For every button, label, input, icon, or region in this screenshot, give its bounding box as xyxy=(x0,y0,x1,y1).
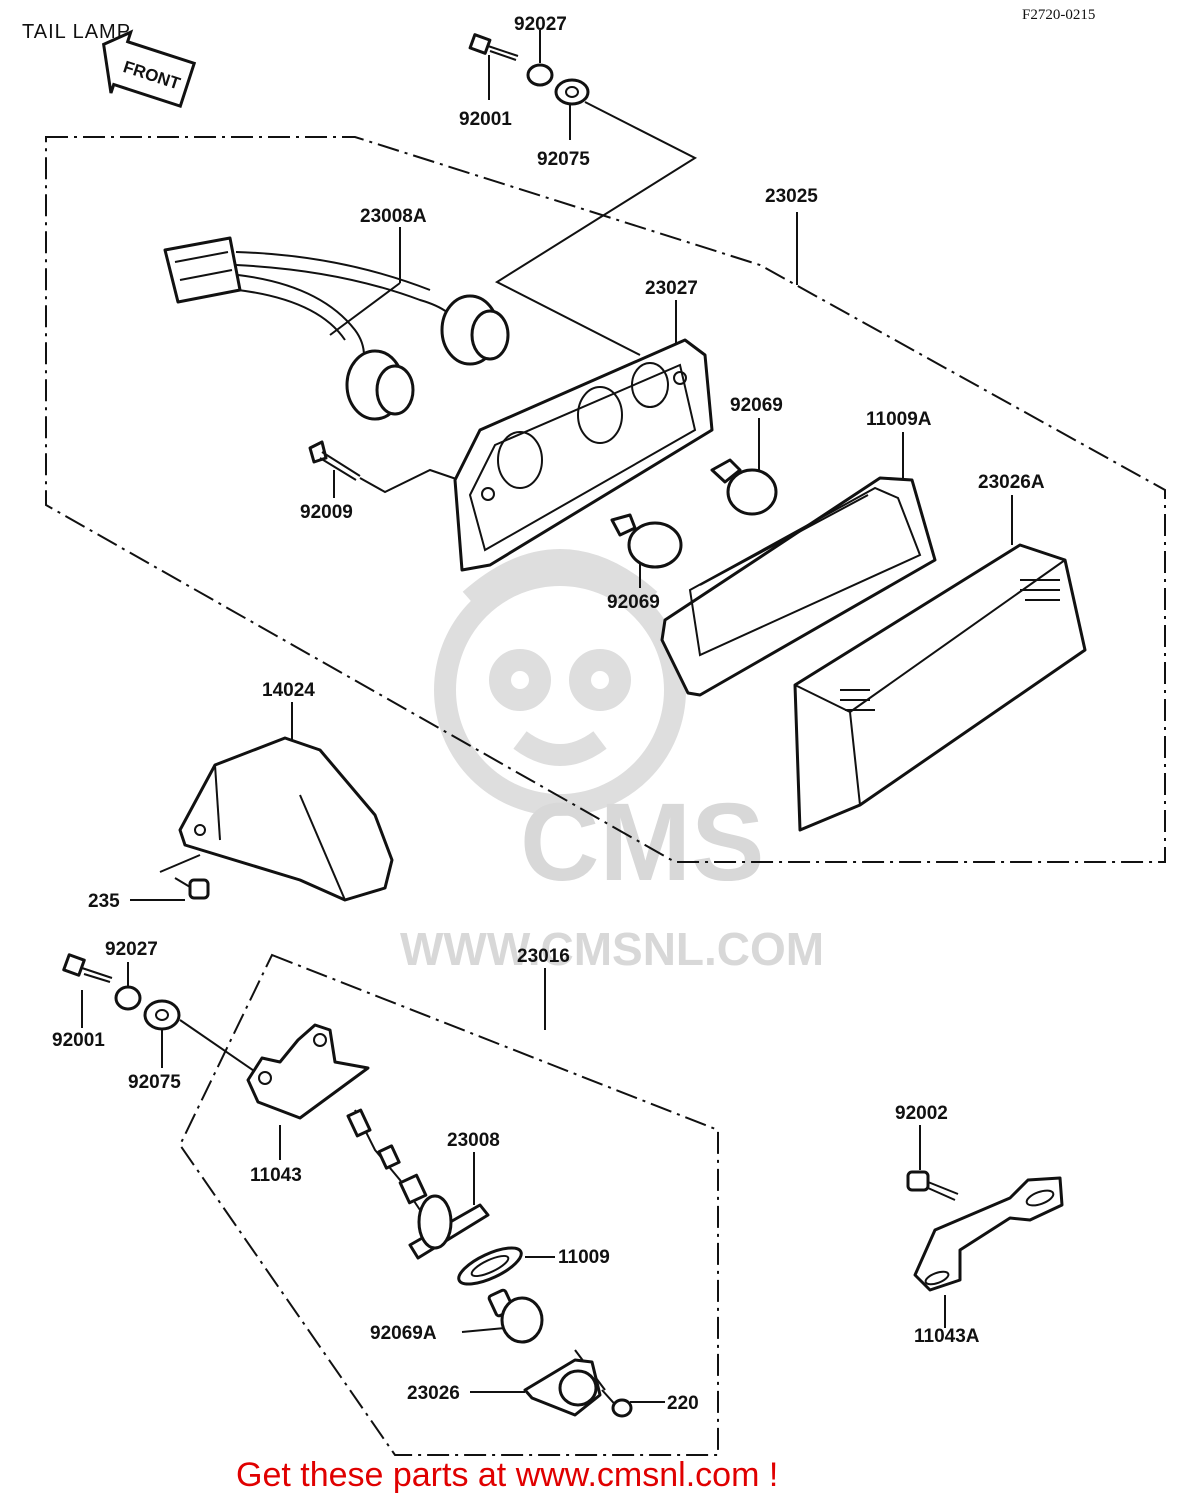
label-92075-top: 92075 xyxy=(537,149,590,170)
license-lamp-cover-14024-icon xyxy=(178,736,394,902)
bolt-92001-bottom-icon xyxy=(62,953,113,983)
label-23008A: 23008A xyxy=(360,206,427,227)
watermark-url: WWW.CMSNL.COM xyxy=(400,923,824,975)
lens-23026A-icon xyxy=(793,543,1087,832)
assembly-boundary-23016 xyxy=(178,953,719,1456)
screw-92009-icon xyxy=(308,440,361,481)
bracket-11043A-icon xyxy=(913,1176,1064,1292)
screw-220-icon xyxy=(601,1389,633,1418)
label-23016: 23016 xyxy=(517,946,570,967)
gasket-11009A-icon xyxy=(660,476,937,697)
label-92069A: 92069A xyxy=(370,1323,437,1344)
bulb-92069-right-icon xyxy=(710,458,778,516)
lens-23026-icon xyxy=(523,1358,602,1417)
grommet-92075-top-icon xyxy=(554,78,590,106)
collar-92027-bottom-icon xyxy=(114,985,142,1011)
bracket-11043-icon xyxy=(246,1023,370,1120)
label-235: 235 xyxy=(88,891,120,912)
label-23026A: 23026A xyxy=(978,472,1045,493)
front-arrow-icon: FRONT xyxy=(101,29,197,109)
cms-watermark: CMS WWW.CMSNL.COM xyxy=(400,549,824,975)
lamp-base-23027-icon xyxy=(453,338,714,572)
label-11043A: 11043A xyxy=(914,1326,980,1347)
assembly-boundary-23025 xyxy=(45,136,1166,863)
label-23026: 23026 xyxy=(407,1383,460,1404)
label-23008: 23008 xyxy=(447,1130,500,1151)
screw-235-icon xyxy=(174,877,210,900)
part-number-labels: 92027 92001 92075 23025 23008A 23027 920… xyxy=(52,14,1045,1414)
label-92027-bottom: 92027 xyxy=(105,939,158,960)
leader-lines xyxy=(81,30,1013,1403)
bulb-92069A-icon xyxy=(487,1288,544,1344)
wiring-harness-23008A-icon xyxy=(163,236,510,421)
watermark-brand: CMS xyxy=(520,781,764,904)
grommet-92075-bottom-icon xyxy=(143,999,181,1031)
figure-code: F2720-0215 xyxy=(1022,7,1095,23)
label-92075-bottom: 92075 xyxy=(128,1072,181,1093)
label-23027: 23027 xyxy=(645,278,698,299)
label-92002: 92002 xyxy=(895,1103,948,1124)
label-11009: 11009 xyxy=(558,1247,610,1268)
bolt-92001-top-icon xyxy=(468,33,519,61)
label-14024: 14024 xyxy=(262,680,315,701)
label-92069-left: 92069 xyxy=(607,592,660,613)
gasket-11009-icon xyxy=(457,1246,523,1286)
page-title: TAIL LAMP xyxy=(22,21,131,43)
mascot-watermark-icon xyxy=(434,549,686,816)
label-92009: 92009 xyxy=(300,502,353,523)
label-11009A: 11009A xyxy=(866,409,932,430)
label-92001-bottom: 92001 xyxy=(52,1030,105,1051)
label-11043: 11043 xyxy=(250,1165,302,1186)
label-92027-top: 92027 xyxy=(514,14,567,35)
bolt-92002-icon xyxy=(906,1170,959,1201)
label-92001-top: 92001 xyxy=(459,109,512,130)
socket-23008-icon xyxy=(346,1108,490,1260)
collar-92027-top-icon xyxy=(526,63,554,87)
label-220: 220 xyxy=(667,1393,699,1414)
bulb-92069-left-icon xyxy=(610,513,683,569)
label-23025: 23025 xyxy=(765,186,818,207)
footer-link-text[interactable]: Get these parts at www.cmsnl.com ! xyxy=(236,1456,778,1494)
label-92069-right: 92069 xyxy=(730,395,783,416)
